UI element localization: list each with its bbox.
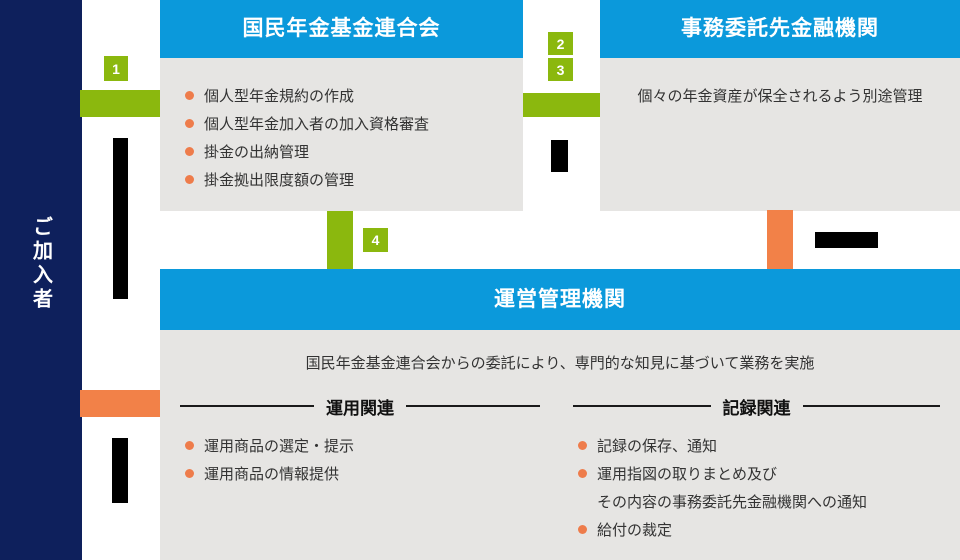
- list-item-label: 運用指図の取りまとめ及び: [597, 465, 778, 483]
- list-item-label: 個人型年金加入者の加入資格審査: [204, 115, 430, 133]
- list-item: 個人型年金加入者の加入資格審査: [180, 109, 523, 137]
- column-records: 記録関連 記録の保存、通知 運用指図の取りまとめ及び その内容の事務委託先金融機…: [573, 395, 940, 543]
- subscriber-label: ご加入者: [29, 216, 52, 312]
- list-item: 掛金拠出限度額の管理: [180, 165, 523, 193]
- list-item: 掛金の出納管理: [180, 137, 523, 165]
- list-item: 給付の裁定: [573, 515, 940, 543]
- bullet-icon: [185, 174, 194, 184]
- box-trustee-title: 事務委託先金融機関: [600, 0, 960, 58]
- bullet-icon: [578, 468, 587, 478]
- connector-green-subscriber-npfa: [80, 90, 160, 117]
- list-item-label: 掛金の出納管理: [204, 143, 310, 161]
- list-item: 運用商品の選定・提示: [180, 431, 540, 459]
- heading-rule: [406, 405, 540, 407]
- connector-orange-trustee-admin: [767, 210, 793, 269]
- connector-orange-subscriber-admin: [80, 390, 160, 417]
- heading-rule: [802, 405, 940, 407]
- box-admin-title: 運営管理機関: [160, 269, 960, 330]
- connector-green-npfa-admin: [327, 211, 353, 269]
- bullet-icon: [185, 146, 194, 156]
- connector-green-npfa-trustee: [523, 93, 600, 117]
- column-heading-label: 記録関連: [722, 398, 791, 418]
- connector-black-left-small: [112, 438, 128, 503]
- box-npfa: 国民年金基金連合会 個人型年金規約の作成 個人型年金加入者の加入資格審査 掛金の…: [160, 0, 523, 211]
- box-trustee: 事務委託先金融機関 個々の年金資産が保全されるよう別途管理: [600, 0, 960, 211]
- bullet-icon: [578, 440, 587, 450]
- step-badge-4: 4: [363, 228, 388, 252]
- bullet-icon: [578, 524, 587, 534]
- bullet-icon: [185, 90, 194, 100]
- column-investment-list: 運用商品の選定・提示 運用商品の情報提供: [180, 431, 540, 487]
- bullet-icon: [185, 440, 194, 450]
- connector-black-horizontal: [815, 232, 878, 248]
- connector-black-left-tall: [113, 138, 128, 299]
- list-item-label: 記録の保存、通知: [597, 437, 718, 455]
- column-records-list: 記録の保存、通知 運用指図の取りまとめ及び その内容の事務委託先金融機関への通知…: [573, 431, 940, 543]
- box-npfa-title: 国民年金基金連合会: [160, 0, 523, 58]
- bullet-icon: [185, 468, 194, 478]
- list-item: 記録の保存、通知: [573, 431, 940, 459]
- step-badge-2: 2: [548, 32, 573, 55]
- column-records-heading: 記録関連: [573, 395, 940, 418]
- column-investment: 運用関連 運用商品の選定・提示 運用商品の情報提供: [180, 395, 540, 487]
- box-npfa-list: 個人型年金規約の作成 個人型年金加入者の加入資格審査 掛金の出納管理 掛金拠出限…: [180, 81, 523, 193]
- column-heading-label: 運用関連: [326, 398, 394, 418]
- list-item-label: 運用商品の情報提供: [204, 465, 340, 483]
- list-item-label: 掛金拠出限度額の管理: [204, 171, 355, 189]
- list-item-label: 運用商品の選定・提示: [204, 437, 355, 455]
- column-investment-heading: 運用関連: [180, 395, 540, 418]
- list-item-label: 個人型年金規約の作成: [204, 87, 355, 105]
- list-item-continuation: その内容の事務委託先金融機関への通知: [573, 487, 940, 515]
- box-admin: 運営管理機関 国民年金基金連合会からの委託により、専門的な知見に基づいて業務を実…: [160, 269, 960, 560]
- list-item: 運用商品の情報提供: [180, 459, 540, 487]
- box-admin-description: 国民年金基金連合会からの委託により、専門的な知見に基づいて業務を実施: [305, 355, 815, 372]
- list-item-label: その内容の事務委託先金融機関への通知: [597, 493, 868, 511]
- heading-rule: [573, 405, 711, 407]
- bullet-icon: [185, 118, 194, 128]
- box-trustee-description: 個々の年金資産が保全されるよう別途管理: [637, 88, 923, 105]
- subscriber-panel: ご加入者: [0, 0, 82, 560]
- list-item-label: 給付の裁定: [597, 521, 673, 539]
- step-badge-1: 1: [104, 56, 128, 81]
- connector-black-mid-small: [551, 140, 568, 172]
- step-badge-3: 3: [548, 58, 573, 81]
- list-item: 運用指図の取りまとめ及び: [573, 459, 940, 487]
- heading-rule: [180, 405, 314, 407]
- list-item: 個人型年金規約の作成: [180, 81, 523, 109]
